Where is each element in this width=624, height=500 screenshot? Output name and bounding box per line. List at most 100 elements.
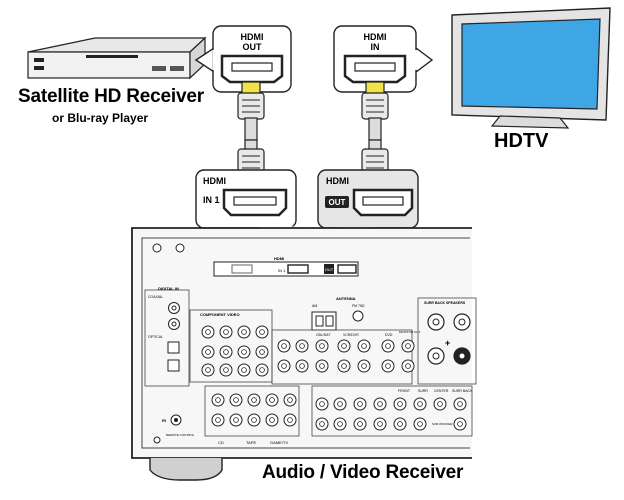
rca-jack [413,417,427,431]
rca-jack [277,359,291,373]
callout-source-line1: HDMI [241,32,264,42]
rca-jack [373,417,387,431]
optical-label: OPTICAL [148,335,163,339]
antenna-section: ANTENNA AM FM 75Ω [311,296,365,331]
cd-label: CD [218,440,224,445]
digital-in-label: DIGITAL IN [158,286,179,291]
rca-jack [219,345,233,359]
component-video-label: COMPONENT VIDEO [200,312,240,317]
dvd-label: DVD [385,333,393,337]
rca-jack [237,325,251,339]
rca-jack [337,359,351,373]
surr-back-label: SURR BACK [452,389,473,393]
rca-jack [315,339,329,353]
am-label: AM [312,304,317,308]
remote-control-section: RI REMOTE CONTROL [162,414,195,437]
rca-jack [333,417,347,431]
antenna-label: ANTENNA [336,296,356,301]
rca-jack [219,363,233,377]
component-video-section: COMPONENT VIDEO [189,309,273,383]
fm-label: FM 75Ω [352,304,365,308]
rca-jack [393,397,407,411]
rca-jack [211,413,225,427]
rca-jack [255,325,269,339]
hdmi-strip-label: HDMI [274,256,284,261]
surr-back-speakers-label: SURR BACK SPEAKERS [424,301,466,305]
audio-jacks-section: CD TAPE GAME/TV FRONT SURR CENTER SURR B… [204,385,473,445]
rca-jack [453,397,467,411]
rca-jack [357,339,371,353]
svg-text:+: + [445,338,450,348]
center-label: CENTER [434,389,449,393]
rca-jack [433,397,447,411]
rca-jack [353,417,367,431]
rca-jack [283,393,297,407]
hdtv-illustration [451,7,611,129]
rca-jack [353,397,367,411]
video-jacks-section: CBL/SAT VCR/DVR DVD MONITOR OUT [271,329,420,385]
rca-jack [201,325,215,339]
front-label: FRONT [398,389,411,393]
rca-jack [283,413,297,427]
rca-jack [229,393,243,407]
rca-jack [315,397,329,411]
surr-label: SURR [418,389,428,393]
callout-source-line2: OUT [243,42,263,52]
rca-jack [201,345,215,359]
hdmi-in1-label: IN 1 [278,268,286,273]
monitor-out-label: MONITOR OUT [399,330,420,334]
rca-jack [201,363,215,377]
callout-tv-line1: HDMI [364,32,387,42]
tape-label: TAPE [246,440,256,445]
callout-receiver-in-line2: IN 1 [203,195,220,205]
remote-control-label: REMOTE CONTROL [166,433,195,437]
rca-jack [401,339,415,353]
hdmi-port-strip: HDMI IN 1 OUT [213,256,359,277]
rca-jack [265,393,279,407]
rca-jack [381,359,395,373]
rca-jack [401,359,415,373]
rca-jack [277,339,291,353]
rca-jack [295,359,309,373]
rca-jack [265,413,279,427]
callout-receiver-in-line1: HDMI [203,176,226,186]
sub-woofer-label: SUB WOOFER [432,422,453,426]
rca-jack [357,359,371,373]
callout-receiver-out-line1: HDMI [326,176,349,186]
rca-jack [333,397,347,411]
rca-jack [237,345,251,359]
source-device-subtitle: or Blu-ray Player [52,111,149,125]
rca-jack [229,413,243,427]
callout-tv-line2: IN [371,42,380,52]
rca-jack [237,363,251,377]
receiver-rear-panel: HDMI IN 1 OUT DIGITAL IN COAXIAL OPTICAL… [131,227,477,481]
rca-jack [211,393,225,407]
rca-jack [337,339,351,353]
rca-jack [247,393,261,407]
coaxial-label: COAXIAL [148,295,163,299]
rca-jack [247,413,261,427]
rca-jack [315,359,329,373]
rca-jack [255,345,269,359]
bluray-player-illustration [27,36,207,80]
rca-jack [453,417,467,431]
rca-jack [315,417,329,431]
source-device-title: Satellite HD Receiver [18,86,204,107]
callout-receiver-out-line2: OUT [329,198,346,207]
speaker-terminals-section: SURR BACK SPEAKERS + [417,297,477,385]
receiver-title: Audio / Video Receiver [262,462,464,483]
game-tv-label: GAME/TV [270,440,288,445]
rca-jack [255,363,269,377]
hdmi-out-label: OUT [325,267,334,272]
rca-jack [219,325,233,339]
vcr-dvr-label: VCR/DVR [343,333,359,337]
rca-jack [373,397,387,411]
tv-title: HDTV [494,130,549,152]
rca-jack [393,417,407,431]
digital-in-section: DIGITAL IN COAXIAL OPTICAL [144,286,190,387]
rca-jack [413,397,427,411]
rca-jack [381,339,395,353]
cbl-sat-label: CBL/SAT [316,333,331,337]
rca-jack [295,339,309,353]
